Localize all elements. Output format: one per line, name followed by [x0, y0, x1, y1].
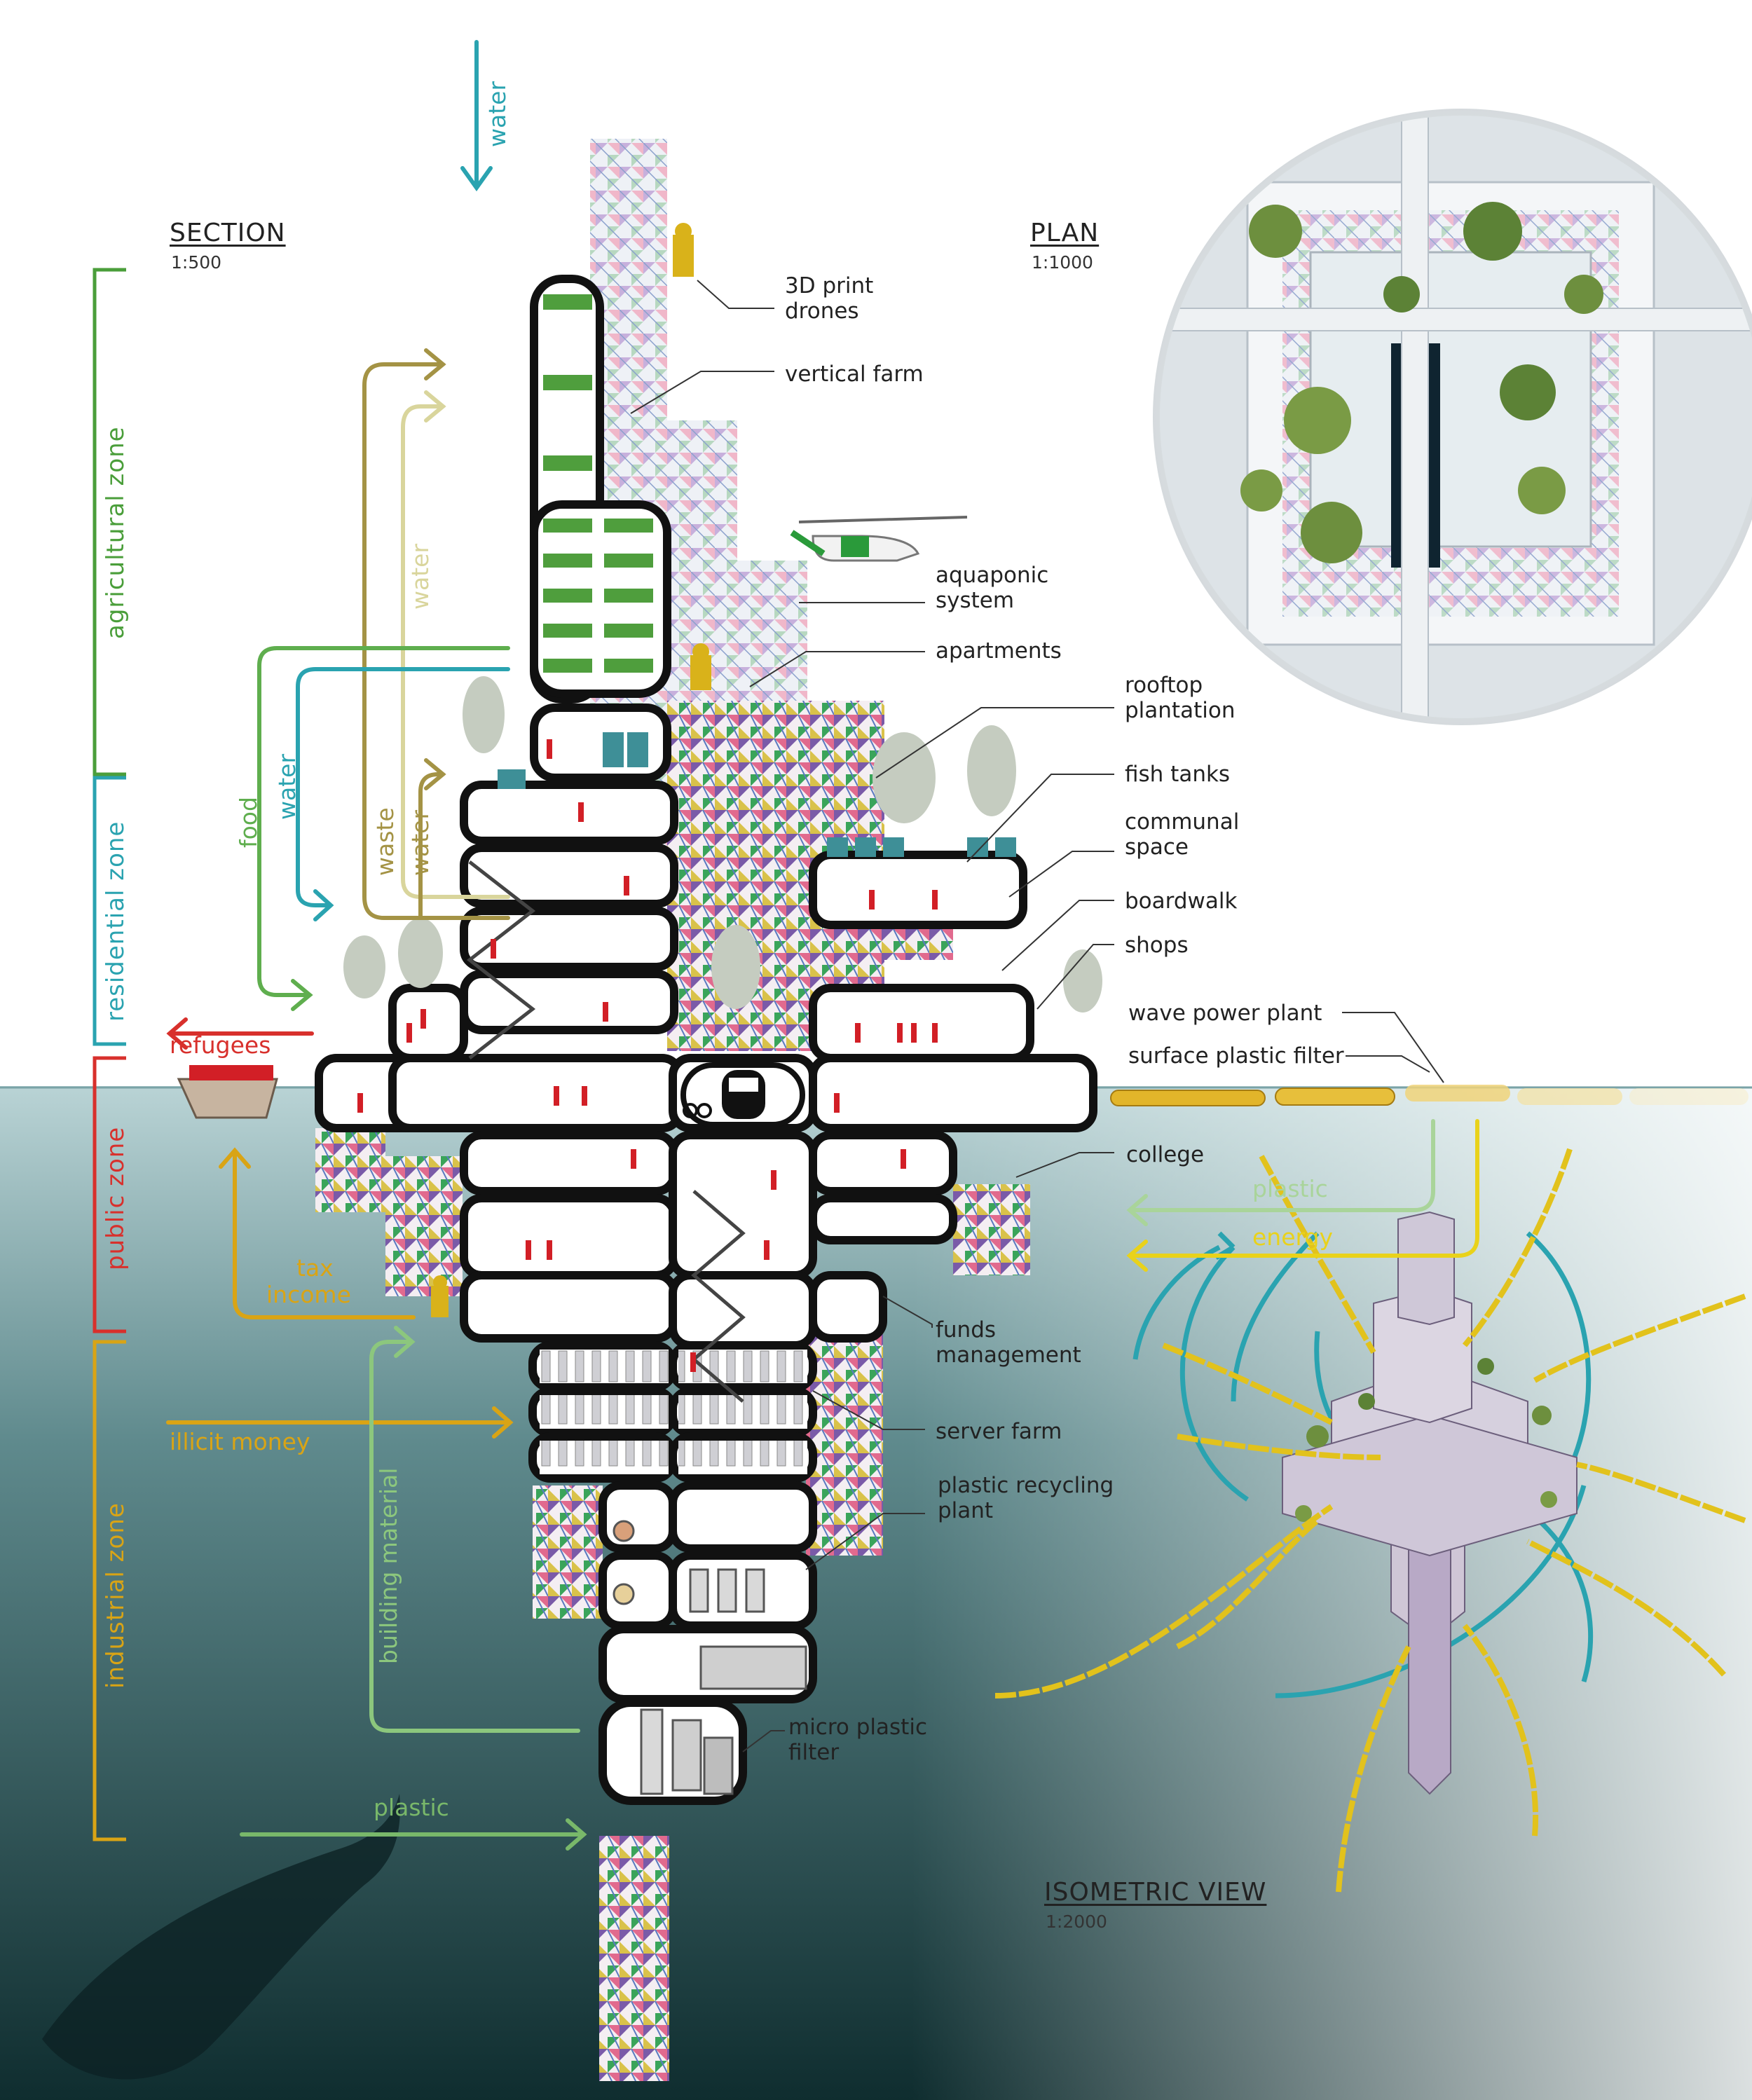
callout-wave-power: wave power plant — [1128, 1001, 1322, 1026]
callout-recycling-1: plastic recycling — [938, 1473, 1114, 1498]
callout-recycling-2: plant — [938, 1498, 994, 1523]
drones — [431, 223, 711, 1317]
farm-planters — [543, 294, 653, 673]
callout-aquaponic-1: aquaponic — [936, 563, 1049, 588]
flow-illicit-money: illicit money — [170, 1428, 310, 1455]
callout-micro-1: micro plastic — [788, 1715, 927, 1740]
server-racks — [540, 1350, 807, 1474]
flow-tax: tax — [296, 1254, 334, 1282]
callout-communal-1: communal — [1125, 809, 1240, 835]
callout-surface-filter: surface plastic filter — [1128, 1043, 1344, 1069]
flow-plastic-bottom: plastic — [374, 1794, 449, 1821]
flow-arrows — [166, 40, 1479, 1851]
callout-funds-2: management — [936, 1343, 1081, 1368]
callout-vertical-farm: vertical farm — [785, 362, 924, 387]
zone-residential: residential zone — [102, 821, 130, 1022]
callout-drones-1: 3D print — [785, 273, 874, 298]
callout-boardwalk: boardwalk — [1125, 888, 1238, 914]
flow-waste: waste — [371, 807, 399, 876]
leader-lines — [630, 280, 1444, 1752]
callout-shops: shops — [1125, 933, 1189, 958]
flow-water-res: water — [273, 753, 301, 820]
isometric-title: ISOMETRIC VIEW — [1044, 1878, 1267, 1907]
flow-refugees: refugees — [170, 1031, 271, 1059]
zone-industrial: industrial zone — [102, 1502, 130, 1689]
flow-water-top: water — [484, 81, 511, 147]
zone-public: public zone — [102, 1126, 130, 1270]
people — [357, 739, 938, 1372]
helicopter — [790, 516, 968, 562]
section-title: SECTION — [170, 219, 286, 247]
filter-machinery — [612, 1520, 807, 1795]
callout-funds-1: funds — [936, 1317, 997, 1343]
stairs — [466, 860, 746, 1403]
fish-tanks — [498, 732, 1016, 857]
zone-brackets — [93, 268, 126, 1841]
callout-fish-tanks: fish tanks — [1125, 762, 1231, 787]
zone-agricultural: agricultural zone — [102, 426, 130, 639]
metro — [680, 1062, 805, 1127]
callout-micro-2: filter — [788, 1740, 840, 1765]
plan-scale: 1:1000 — [1032, 252, 1093, 273]
isometric-view — [994, 1148, 1746, 1893]
trees — [343, 676, 1102, 1013]
callout-drones-2: drones — [785, 298, 859, 324]
callout-college: college — [1126, 1142, 1205, 1167]
flow-energy: energy — [1252, 1223, 1333, 1251]
refugee-boat — [177, 1065, 278, 1119]
flow-plastic-right: plastic — [1252, 1175, 1328, 1202]
callout-apartments: apartments — [936, 638, 1062, 664]
flow-building-material: building material — [375, 1467, 402, 1664]
plan-title: PLAN — [1030, 219, 1100, 247]
callout-rooftop-1: rooftop — [1125, 673, 1203, 698]
isometric-scale: 1:2000 — [1046, 1912, 1107, 1932]
flow-food: food — [235, 797, 262, 848]
whale — [42, 1794, 400, 2080]
flow-water-res2: water — [406, 809, 434, 876]
callout-aquaponic-2: system — [936, 588, 1015, 613]
plan-view — [1153, 109, 1752, 725]
flow-income: income — [266, 1281, 351, 1308]
callout-communal-2: space — [1125, 835, 1189, 860]
flow-water-agri: water — [406, 543, 434, 610]
wave-power-boom — [1110, 1085, 1748, 1106]
section-scale: 1:500 — [171, 252, 222, 273]
callout-rooftop-2: plantation — [1125, 698, 1236, 723]
callout-server-farm: server farm — [936, 1419, 1062, 1444]
